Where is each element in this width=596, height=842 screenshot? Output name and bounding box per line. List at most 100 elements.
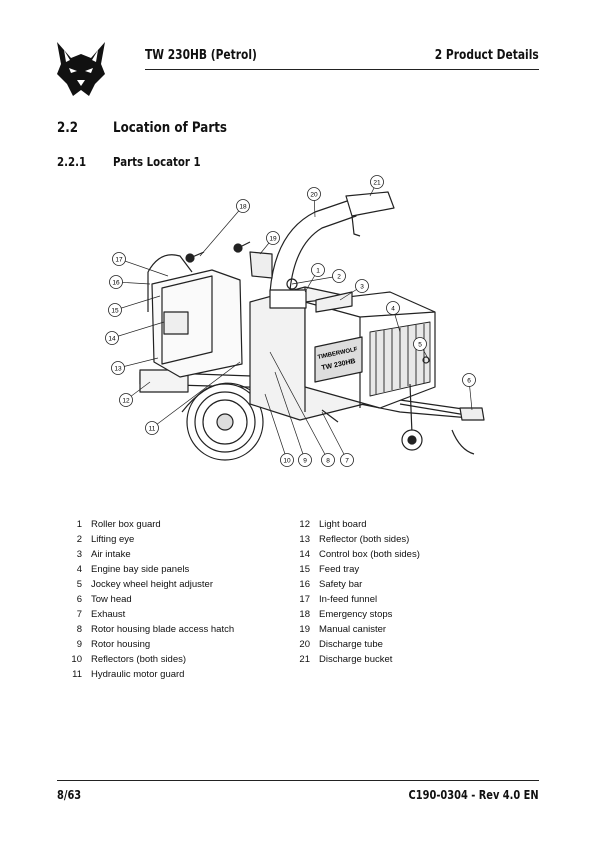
callout-circle [105, 331, 119, 345]
legend-item-number: 2 [76, 534, 82, 545]
callout-circle [266, 231, 280, 245]
callout-number: 20 [310, 192, 318, 199]
legend-item-number: 21 [299, 654, 310, 665]
callout-circle [112, 252, 126, 266]
callout-leader [291, 275, 340, 285]
callout-leader [118, 258, 169, 277]
callout-circle [236, 199, 250, 213]
legend-item-label: Roller box guard [91, 519, 161, 530]
subsection-title: Parts Locator 1 [113, 155, 201, 169]
callout-number: 7 [345, 458, 349, 465]
callout-circle [332, 269, 346, 283]
legend-item-label: Jockey wheel height adjuster [91, 579, 213, 590]
legend-item-label: Air intake [91, 549, 131, 560]
legend-item-label: Feed tray [319, 564, 360, 575]
legend-item-number: 10 [71, 654, 82, 665]
subsection-number: 2.2.1 [57, 155, 87, 169]
callout-leader [264, 393, 288, 461]
callout-circle [298, 453, 312, 467]
legend-item-label: Exhaust [91, 609, 126, 620]
legend-item: 13 Reflector (both sides) [288, 532, 420, 547]
legend-item: 6 Tow head [60, 592, 234, 607]
header-section: 2 Product Details [435, 48, 539, 63]
wolf-logo-icon [55, 40, 107, 98]
legend-item-label: Reflectors (both sides) [91, 654, 187, 665]
legend-item-label: Discharge bucket [319, 654, 393, 665]
callout-number: 1 [316, 268, 320, 275]
legend-item-number: 11 [72, 669, 82, 680]
callout-number: 17 [115, 257, 123, 264]
legend-item-number: 12 [299, 519, 310, 530]
legend-item-number: 18 [299, 609, 310, 620]
callout-circle [340, 453, 354, 467]
callout-leader [111, 321, 165, 339]
legend-item: 12 Light board [288, 517, 420, 532]
callout-circle [111, 361, 125, 375]
callout-number: 8 [326, 458, 330, 465]
callout-circle [307, 187, 321, 201]
legend-item-number: 4 [76, 564, 82, 575]
callout-circle [119, 393, 133, 407]
legend-item-number: 19 [299, 624, 310, 635]
callout-leader [199, 205, 244, 257]
callout-leader [114, 295, 161, 311]
callout-circle [462, 373, 476, 387]
header-title: TW 230HB (Petrol) [145, 48, 257, 63]
legend-item: 21 Discharge bucket [288, 652, 420, 667]
legend-item: 20 Discharge tube [288, 637, 420, 652]
legend-item-number: 8 [76, 624, 82, 635]
callout-number: 10 [283, 458, 291, 465]
legend-item-label: Light board [319, 519, 367, 530]
callout-circle [370, 175, 384, 189]
legend-item-label: Tow head [91, 594, 132, 605]
callout-circle [355, 279, 369, 293]
legend-item-number: 13 [299, 534, 310, 545]
callout-number: 5 [418, 342, 422, 349]
callout-number: 14 [108, 336, 116, 343]
callout-number: 16 [112, 280, 120, 287]
legend-item-label: Lifting eye [91, 534, 135, 545]
legend-item-number: 7 [76, 609, 82, 620]
callout-circle [321, 453, 335, 467]
legend-item-label: Discharge tube [319, 639, 383, 650]
section-number: 2.2 [57, 120, 79, 136]
legend-item: 7 Exhaust [60, 607, 234, 622]
legend-item-label: Reflector (both sides) [319, 534, 410, 545]
legend-item-number: 15 [299, 564, 310, 575]
footer-divider [57, 780, 539, 781]
callout-leader [274, 371, 306, 461]
legend-item: 15 Feed tray [288, 562, 420, 577]
legend-item-number: 5 [76, 579, 82, 590]
callout-leader [321, 411, 348, 461]
callout-leader [151, 361, 241, 429]
callout-number: 2 [337, 274, 341, 281]
callout-number: 9 [303, 458, 307, 465]
legend-item: 5 Jockey wheel height adjuster [60, 577, 234, 592]
callout-circle [145, 421, 159, 435]
legend-item: 8 Rotor housing blade access hatch [60, 622, 234, 637]
legend-item-label: Control box (both sides) [319, 549, 420, 560]
legend-item-label: Rotor housing blade access hatch [91, 624, 235, 635]
callout-number: 18 [239, 204, 247, 211]
document-reference: C190-0304 - Rev 4.0 EN [408, 788, 539, 802]
callout-number: 3 [360, 284, 364, 291]
callout-number: 13 [114, 366, 122, 373]
legend-item-number: 20 [299, 639, 310, 650]
header-divider [145, 69, 539, 70]
callout-number: 4 [391, 306, 395, 313]
legend-item-label: In-feed funnel [319, 594, 378, 605]
callout-number: 19 [269, 236, 277, 243]
callout-circle [413, 337, 427, 351]
legend-item-number: 9 [76, 639, 82, 650]
legend-item-number: 6 [76, 594, 82, 605]
